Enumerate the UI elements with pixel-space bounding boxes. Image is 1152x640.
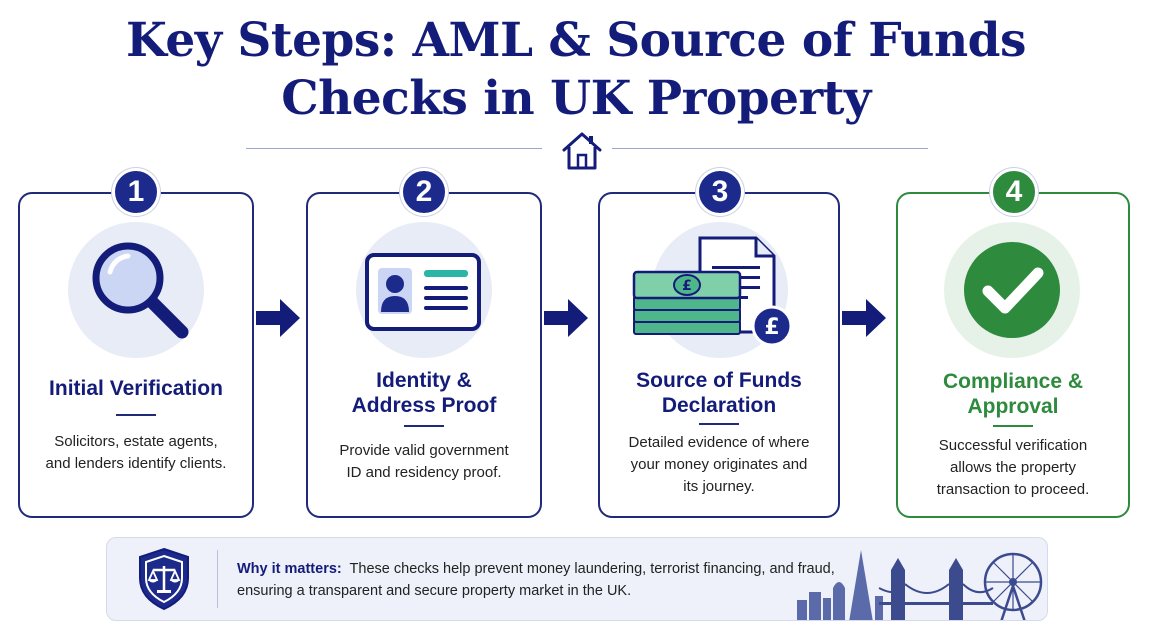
title-line-2: Checks in UK Property bbox=[281, 71, 871, 126]
title-divider-right bbox=[612, 148, 928, 149]
step-underline-2 bbox=[404, 425, 444, 427]
shield-scales-icon bbox=[139, 547, 189, 611]
london-skyline-icon bbox=[797, 550, 1043, 620]
svg-text:£: £ bbox=[764, 315, 779, 340]
magnifying-glass-icon bbox=[92, 242, 189, 339]
step-desc-4-line-3: transaction to proceed. bbox=[936, 481, 1090, 498]
step-desc-2: Provide valid government ID and residenc… bbox=[306, 440, 542, 484]
step-desc-2-line-2: ID and residency proof. bbox=[346, 464, 502, 481]
step-desc-3-line-1: Detailed evidence of where bbox=[628, 434, 810, 451]
step-title-1-line-1: Initial Verification bbox=[49, 377, 223, 400]
step-title-4: Compliance & Approval bbox=[896, 369, 1130, 419]
step-title-2-line-2: Address Proof bbox=[351, 394, 497, 417]
step-badge-3: 3 bbox=[696, 168, 744, 216]
step-desc-3: Detailed evidence of where your money or… bbox=[598, 432, 840, 498]
step-title-4-line-1: Compliance & bbox=[942, 370, 1084, 393]
step-title-2-line-1: Identity & bbox=[376, 369, 472, 392]
arrow-right-icon bbox=[842, 299, 886, 337]
step-title-4-line-2: Approval bbox=[967, 395, 1059, 418]
step-desc-1-line-2: and lenders identify clients. bbox=[45, 455, 227, 472]
step-desc-2-line-1: Provide valid government bbox=[339, 442, 509, 459]
step-desc-3-line-3: its journey. bbox=[683, 478, 755, 495]
title-divider-left bbox=[246, 148, 542, 149]
step-desc-4: Successful verification allows the prope… bbox=[896, 435, 1130, 501]
why-it-matters-text: Why it matters: These checks help preven… bbox=[237, 558, 837, 602]
svg-text:£: £ bbox=[682, 278, 692, 294]
step-title-3-line-2: Declaration bbox=[661, 394, 777, 417]
step-title-1: Initial Verification bbox=[18, 376, 254, 401]
step-title-3: Source of Funds Declaration bbox=[598, 368, 840, 418]
why-it-matters-panel: Why it matters: These checks help preven… bbox=[106, 537, 1048, 621]
money-document-icon: £ £ bbox=[632, 236, 793, 347]
checkmark-icon bbox=[964, 242, 1060, 338]
step-underline-1 bbox=[116, 414, 156, 416]
step-badge-4: 4 bbox=[990, 168, 1038, 216]
title-line-1: Key Steps: AML & Source of Funds bbox=[126, 13, 1026, 68]
arrow-right-icon bbox=[544, 299, 588, 337]
why-it-matters-label: Why it matters: bbox=[237, 561, 342, 577]
step-desc-4-line-2: allows the property bbox=[950, 459, 1076, 476]
page-title: Key Steps: AML & Source of Funds Checks … bbox=[0, 12, 1152, 128]
step-desc-4-line-1: Successful verification bbox=[938, 437, 1088, 454]
footer-line-2: ensuring a transparent and secure proper… bbox=[237, 583, 632, 599]
step-badge-2: 2 bbox=[400, 168, 448, 216]
id-card-icon bbox=[365, 253, 481, 331]
step-badge-1: 1 bbox=[112, 168, 160, 216]
footer-line-1: Why it matters: These checks help preven… bbox=[237, 558, 837, 580]
step-title-2: Identity & Address Proof bbox=[306, 368, 542, 418]
footer-separator bbox=[217, 550, 218, 608]
step-underline-4 bbox=[993, 425, 1033, 427]
step-desc-3-line-2: your money originates and bbox=[630, 456, 808, 473]
arrow-right-icon bbox=[256, 299, 300, 337]
step-underline-3 bbox=[699, 423, 739, 425]
step-desc-1-line-1: Solicitors, estate agents, bbox=[54, 433, 218, 450]
step-desc-1: Solicitors, estate agents, and lenders i… bbox=[18, 431, 254, 475]
step-title-3-line-1: Source of Funds bbox=[636, 369, 802, 392]
house-icon bbox=[562, 132, 602, 170]
footer-text-line-1: These checks help prevent money launderi… bbox=[349, 561, 835, 577]
